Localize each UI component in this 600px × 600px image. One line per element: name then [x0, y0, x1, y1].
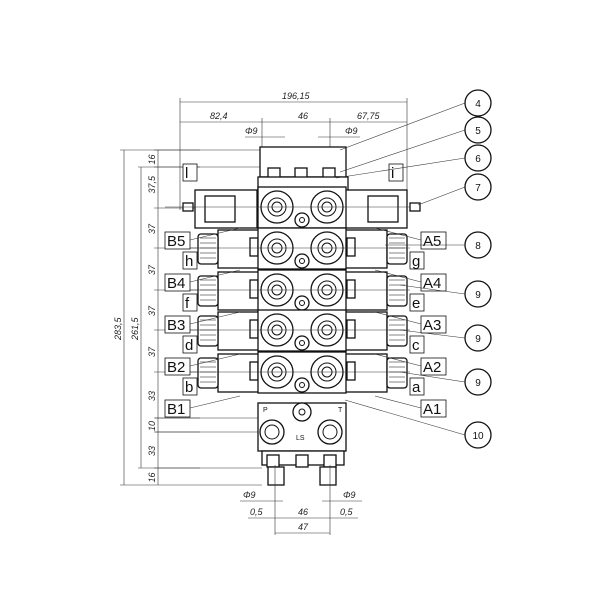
- dim-stack-9: 16: [147, 472, 157, 482]
- dim-inner-height: 261,5: [130, 316, 140, 341]
- port-label-c: c: [409, 335, 425, 354]
- dim-bottom-hole-left: Φ9: [243, 490, 256, 500]
- valve-section: [165, 227, 410, 270]
- svg-text:4: 4: [475, 99, 481, 110]
- dim-left-offset: 82,4: [210, 111, 228, 121]
- port-label-b3: B3: [164, 315, 191, 334]
- port-label-b2: B2: [164, 357, 191, 376]
- dim-stack-3: 37: [147, 264, 157, 275]
- dim-stack-7: 10: [147, 421, 157, 431]
- svg-text:g: g: [412, 253, 420, 270]
- svg-text:10: 10: [472, 431, 484, 442]
- dim-stack-2: 37: [147, 223, 157, 234]
- callout-4: 4: [339, 89, 492, 151]
- top-mounting-bracket: [257, 146, 349, 192]
- dim-stack-8: 33: [147, 446, 157, 456]
- port-ls-label: LS: [296, 435, 305, 442]
- svg-text:a: a: [412, 379, 421, 396]
- valve-section: [165, 309, 410, 352]
- valve-section: [165, 351, 410, 394]
- dim-stack-0: 16: [147, 154, 157, 164]
- port-label-e: e: [409, 293, 425, 312]
- callout-8: 8: [385, 231, 492, 259]
- svg-text:l: l: [185, 165, 188, 182]
- svg-text:A2: A2: [423, 359, 441, 376]
- dim-stack-6: 33: [147, 391, 157, 401]
- svg-text:9: 9: [475, 378, 481, 389]
- dim-bottom-offset-right: 0,5: [340, 507, 354, 517]
- svg-text:A5: A5: [423, 233, 441, 250]
- callout-9: 9: [399, 368, 492, 396]
- port-label-b: b: [182, 377, 198, 396]
- svg-text:9: 9: [475, 290, 481, 301]
- callout-7: 7: [417, 173, 492, 206]
- svg-text:7: 7: [475, 183, 481, 194]
- svg-text:9: 9: [475, 334, 481, 345]
- left-dimensions: 283,5 261,5 16 37,5 37 37 37 37 33 10 33 16: [113, 149, 265, 486]
- callout-bubbles: 4 5 6 7 8 9 9 9 10: [335, 89, 492, 449]
- callout-9: 9: [399, 280, 492, 308]
- port-label-g: g: [409, 251, 425, 270]
- port-label-i: i: [388, 163, 404, 182]
- svg-text:B2: B2: [167, 359, 185, 376]
- dim-top-hole-left: Φ9: [245, 126, 258, 136]
- svg-text:5: 5: [475, 126, 481, 137]
- port-label-d: d: [182, 335, 198, 354]
- dim-overall-width: 196,15: [282, 91, 311, 101]
- callout-9: 9: [399, 324, 492, 352]
- svg-text:A1: A1: [423, 401, 441, 418]
- dim-bottom-hole-right: Φ9: [343, 490, 356, 500]
- svg-text:B1: B1: [167, 401, 185, 418]
- svg-text:b: b: [185, 379, 193, 396]
- top-dimensions: 196,15 82,4 46 67,75 Φ9 Φ9: [179, 91, 408, 210]
- svg-text:i: i: [391, 165, 394, 182]
- valve-section: [165, 269, 410, 312]
- svg-text:h: h: [185, 253, 193, 270]
- port-t-label: T: [338, 407, 343, 414]
- dim-stack-4: 37: [147, 305, 157, 316]
- port-label-b5: B5: [164, 231, 191, 250]
- solenoid-section: [165, 186, 421, 229]
- bottom-dimensions: Φ9 Φ9 0,5 46 0,5 47: [240, 465, 362, 535]
- dim-top-hole-right: Φ9: [345, 126, 358, 136]
- dim-overall-height: 283,5: [113, 316, 123, 341]
- port-label-b1: B1: [164, 399, 191, 418]
- port-p-label: P: [263, 407, 268, 414]
- port-label-a1: A1: [420, 399, 447, 418]
- svg-text:c: c: [412, 337, 420, 354]
- dim-bottom-center: 46: [298, 507, 308, 517]
- svg-text:8: 8: [475, 241, 481, 252]
- port-label-f: f: [182, 293, 198, 312]
- valve-sections: [165, 186, 421, 394]
- port-label-b4: B4: [164, 273, 191, 292]
- svg-text:6: 6: [475, 154, 481, 165]
- dim-stack-5: 37: [147, 346, 157, 357]
- port-label-a: a: [409, 377, 425, 396]
- svg-text:B3: B3: [167, 317, 185, 334]
- callout-10: 10: [344, 399, 492, 449]
- port-label-a2: A2: [420, 357, 447, 376]
- port-label-a3: A3: [420, 315, 447, 334]
- dim-bottom-width: 47: [298, 522, 309, 532]
- svg-text:A4: A4: [423, 275, 441, 292]
- callout-5: 5: [339, 116, 492, 173]
- svg-text:e: e: [412, 295, 420, 312]
- svg-text:f: f: [185, 295, 190, 312]
- dim-right-offset: 67,75: [357, 111, 381, 121]
- inlet-block: P T LS: [257, 402, 347, 486]
- svg-text:d: d: [185, 337, 193, 354]
- port-label-h: h: [182, 251, 198, 270]
- svg-text:A3: A3: [423, 317, 441, 334]
- dim-bottom-offset-left: 0,5: [250, 507, 264, 517]
- port-label-l: l: [182, 163, 198, 182]
- callout-6: 6: [335, 144, 492, 179]
- port-label-a4: A4: [420, 273, 447, 292]
- dim-center-width: 46: [298, 111, 308, 121]
- svg-text:B5: B5: [167, 233, 185, 250]
- svg-text:B4: B4: [167, 275, 185, 292]
- port-label-a5: A5: [420, 231, 447, 250]
- dim-stack-1: 37,5: [147, 175, 157, 194]
